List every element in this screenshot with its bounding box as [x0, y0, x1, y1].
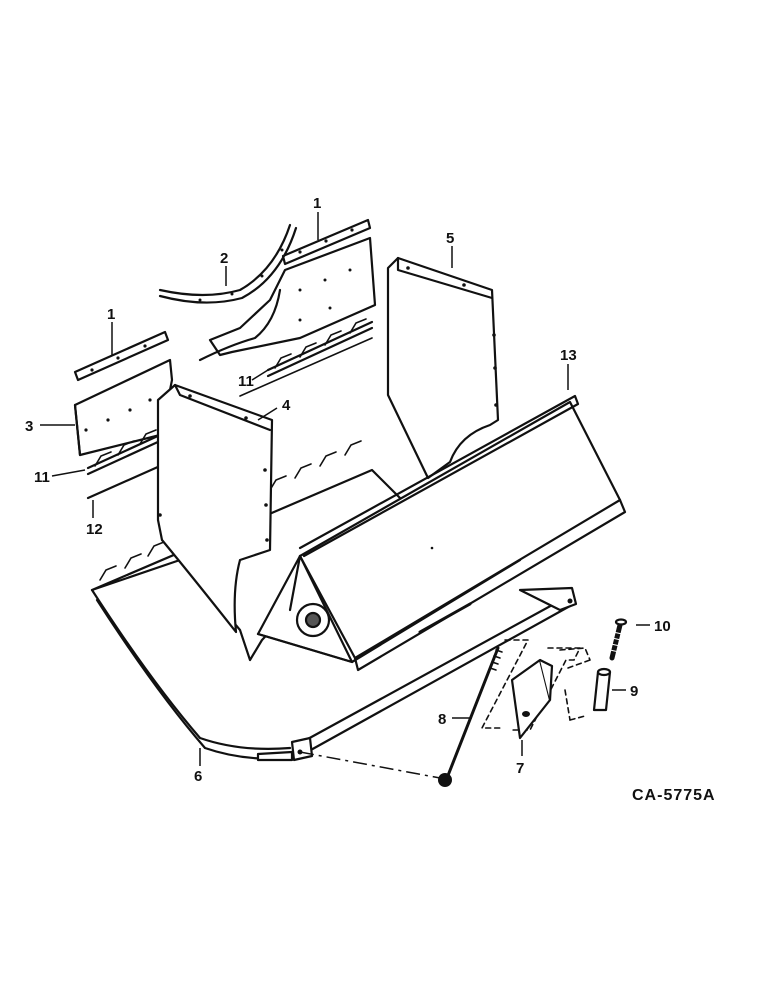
callout-10: 10: [654, 618, 671, 635]
callout-8: 8: [438, 711, 446, 728]
callouts: 1 1 2 3 4 5 6 7 8 9 10 11 11 12 13: [25, 195, 671, 785]
callout-1-upper: 1: [313, 195, 321, 212]
part-9-spacer: [559, 647, 612, 721]
callout-1-lower: 1: [107, 306, 115, 323]
part-8-bolt: [299, 646, 503, 787]
part-11-upper-hinge: [239, 318, 374, 397]
callout-4: 4: [282, 397, 291, 414]
callout-11-upper: 11: [238, 373, 254, 390]
part-4-side-panel: [156, 383, 274, 634]
part-11-lower-hinge: [86, 429, 162, 476]
part-13-trough: [256, 394, 627, 672]
callout-5: 5: [446, 230, 454, 247]
part-10-stud: [609, 618, 628, 661]
part-5-side-panel: [386, 256, 500, 480]
callout-2: 2: [220, 250, 228, 267]
callout-12: 12: [86, 521, 103, 538]
callout-3: 3: [25, 418, 33, 435]
part-1-upper-strip: [281, 218, 372, 266]
drawing-code: CA-5775A: [632, 787, 716, 804]
upper-block: [198, 236, 377, 362]
callout-7: 7: [516, 760, 524, 777]
callout-9: 9: [630, 683, 638, 700]
callout-6: 6: [194, 768, 202, 785]
callout-11-lower: 11: [34, 469, 50, 486]
part-12-rod: [86, 464, 162, 500]
part-2-curved-strap: [158, 223, 298, 304]
leader-lines: [40, 212, 650, 766]
part-1-lower-strip: [73, 330, 170, 382]
part-7-bracket: [480, 639, 582, 740]
callout-13: 13: [560, 347, 577, 364]
